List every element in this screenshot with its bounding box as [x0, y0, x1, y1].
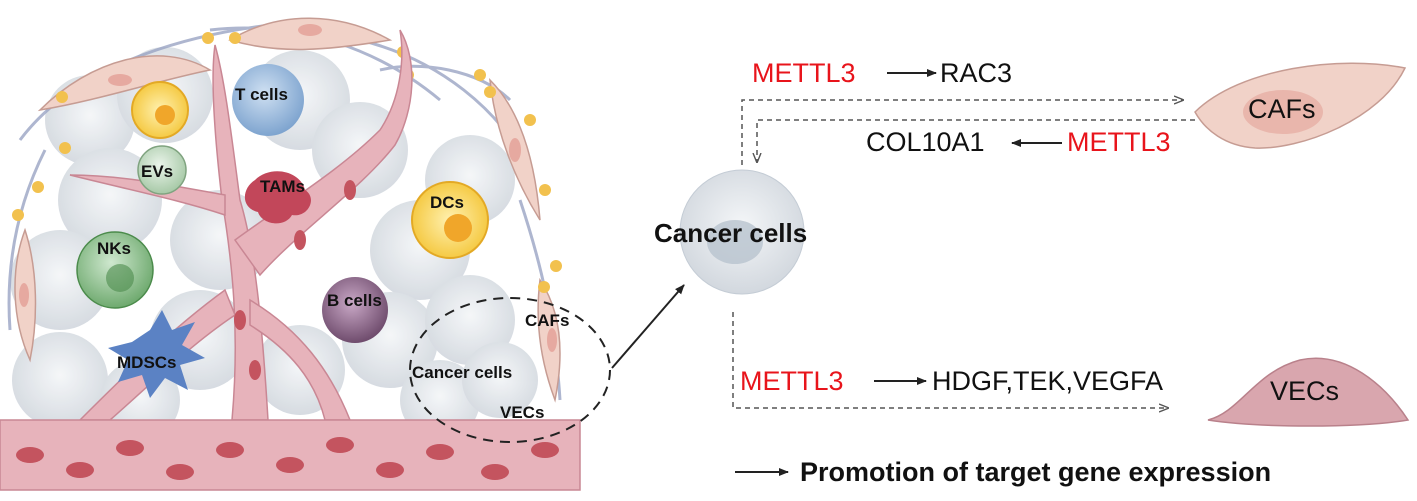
- label-dcs: DCs: [430, 193, 464, 212]
- label-cancer-cells: Cancer cells: [654, 218, 807, 248]
- nk-cell: NKs: [76, 231, 154, 309]
- methyltransferase-caf: METTL3: [1067, 127, 1171, 157]
- tam-cell: TAMs: [244, 171, 311, 224]
- dashed-link-to-vecs: [732, 312, 1168, 408]
- label-mdscs: MDSCs: [117, 353, 177, 372]
- label-cafs-tme: CAFs: [525, 311, 569, 330]
- caf-nuclei: [19, 24, 557, 352]
- ev-cell: EVs: [137, 145, 187, 195]
- zoom-arrow: [611, 284, 685, 369]
- label-t-cells: T cells: [235, 85, 288, 104]
- methyltransferase-top: METTL3: [752, 58, 856, 88]
- label-nks: NKs: [97, 239, 131, 258]
- label-cancer-cells-tme: Cancer cells: [412, 363, 512, 382]
- dc-cell: DCs: [411, 181, 489, 259]
- vec-shape: [1207, 357, 1410, 427]
- dashed-link-to-cafs: [741, 100, 1183, 165]
- dashed-link-from-cafs: [757, 119, 1195, 162]
- label-cafs: CAFs: [1248, 94, 1316, 124]
- mdsc-cell: MDSCs: [108, 310, 205, 398]
- legend: Promotion of target gene expression: [735, 457, 1271, 487]
- tme-illustration: T cells EVs TAMs DCs NKs B cells MDSCs: [0, 17, 685, 491]
- label-tams: TAMs: [260, 177, 305, 196]
- red-blood-cells: [16, 180, 559, 480]
- pathway-schematic: Cancer cells METTL3 RAC3 CAFs COL10A1 ME…: [654, 58, 1410, 487]
- dc-cell-left: [131, 81, 189, 139]
- label-vecs-tme: VECs: [500, 403, 544, 422]
- caf-shape: [1194, 62, 1407, 149]
- legend-text: Promotion of target gene expression: [800, 457, 1271, 487]
- gene-top: RAC3: [940, 58, 1012, 88]
- label-b-cells: B cells: [327, 291, 382, 310]
- cancer-cell-large: [679, 169, 805, 295]
- gene-bottom: HDGF,TEK,VEGFA: [932, 366, 1163, 396]
- label-evs: EVs: [141, 162, 173, 181]
- label-vecs: VECs: [1270, 376, 1339, 406]
- zoom-circle: [409, 297, 611, 443]
- b-cell: B cells: [322, 277, 388, 343]
- methyltransferase-bottom: METTL3: [740, 366, 844, 396]
- t-cell: T cells: [232, 64, 304, 136]
- gene-caf: COL10A1: [866, 127, 985, 157]
